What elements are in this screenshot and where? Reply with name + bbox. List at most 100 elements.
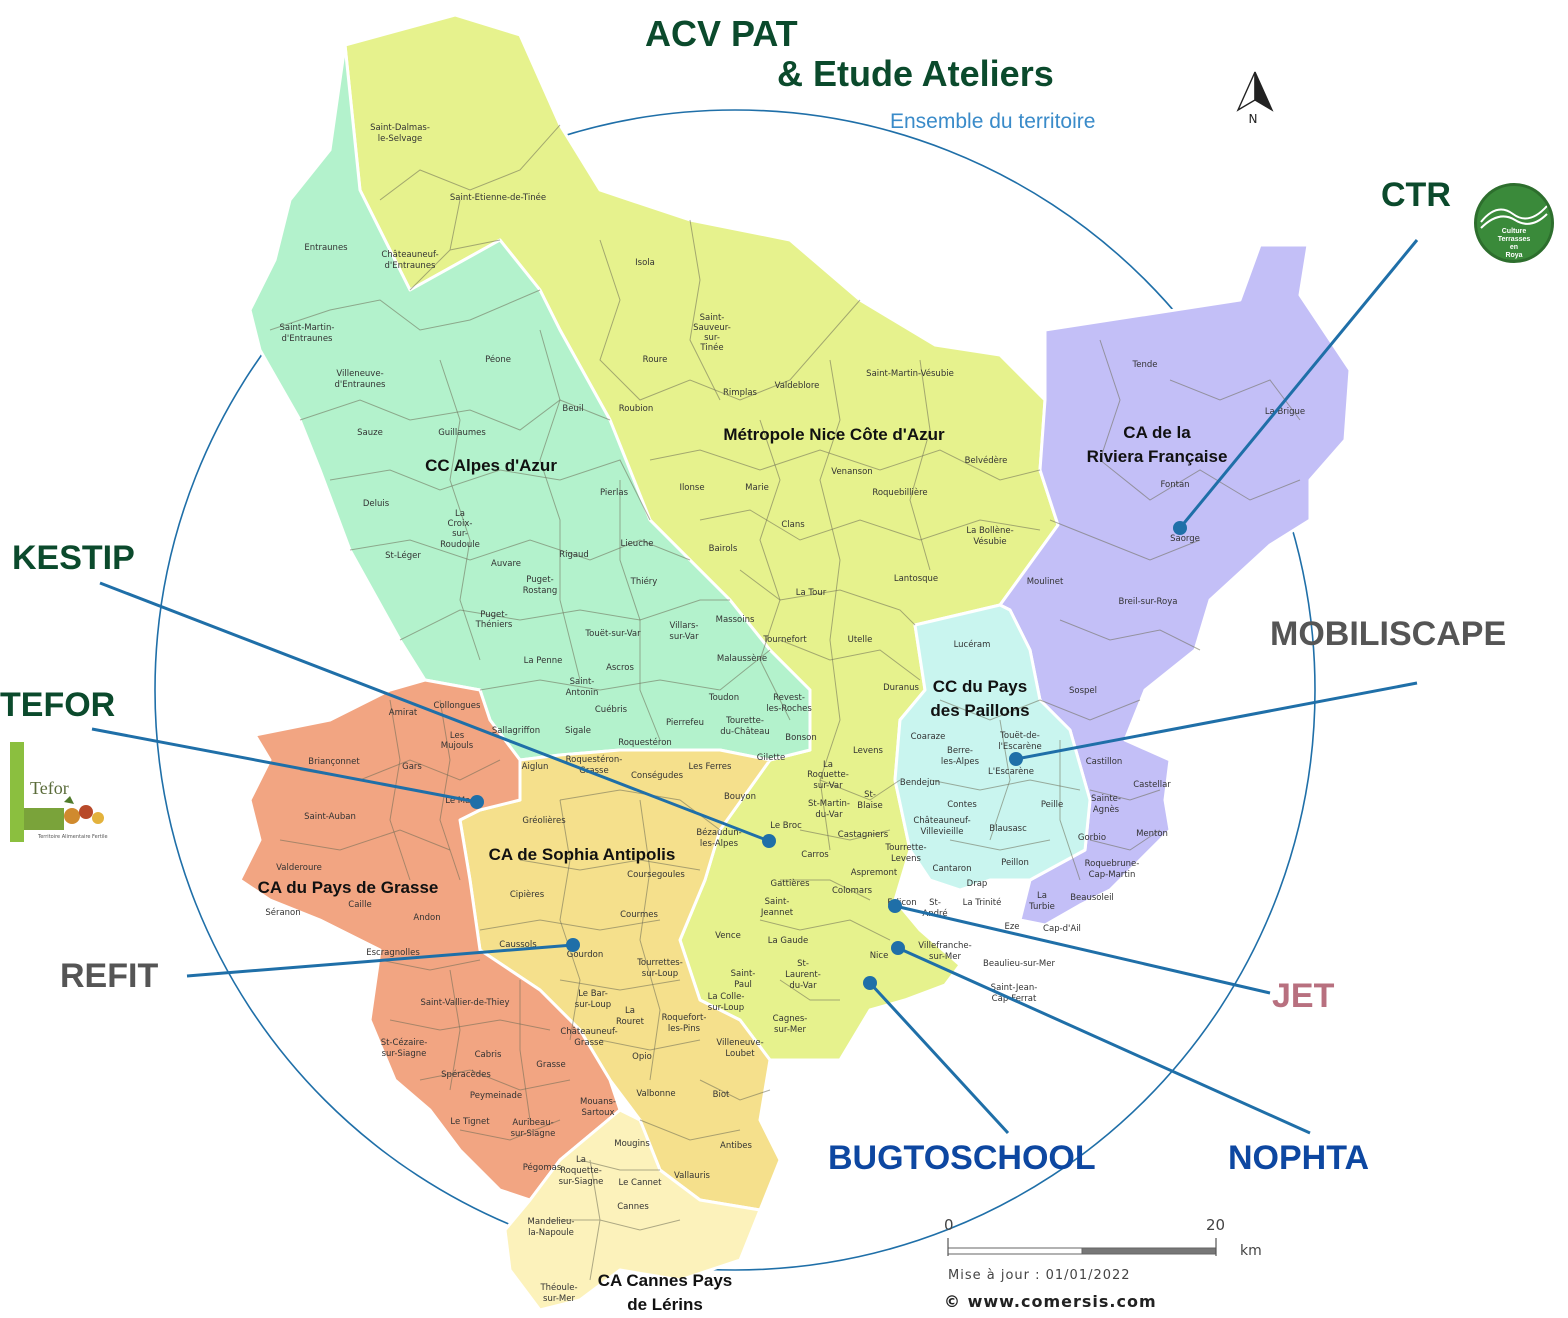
commune-label: Levens	[853, 746, 883, 756]
commune-label: Cagnes-	[773, 1014, 808, 1024]
commune-label: les-Pins	[668, 1024, 701, 1034]
commune-label: Puget-	[480, 610, 507, 620]
region-label-grasse: CA du Pays de Grasse	[258, 878, 439, 897]
project-marker	[566, 938, 580, 952]
commune-label: Sallagriffon	[492, 726, 540, 736]
commune-label: Lantosque	[894, 574, 938, 584]
project-marker	[891, 941, 905, 955]
commune-label: le-Selvage	[378, 134, 423, 144]
commune-label: Mouans-	[580, 1097, 616, 1107]
commune-label: Villeneuve-	[336, 369, 383, 379]
commune-label: Touët-de-	[999, 731, 1040, 741]
commune-label: la-Napoule	[528, 1228, 574, 1238]
project-label-tefor: TEFOR	[0, 686, 116, 724]
commune-label: Cabris	[475, 1050, 502, 1060]
commune-label: Saint-	[731, 969, 756, 979]
commune-label: Coursegoules	[627, 870, 685, 880]
commune-label: Mujouls	[441, 741, 474, 751]
commune-label: Roquestéron	[618, 737, 672, 748]
commune-label: Castillon	[1086, 757, 1123, 767]
commune-label: La	[455, 509, 465, 519]
territory-circle	[154, 109, 1316, 1271]
ctr-logo-text: Terrasses	[1497, 236, 1531, 243]
commune-label: La	[576, 1155, 586, 1165]
commune-label: Roquebillière	[872, 487, 927, 498]
commune-label: L'Escarène	[988, 766, 1034, 777]
tefor-logo-tagline: Territoire Alimentaire Fertile	[38, 834, 108, 840]
commune-label: Berre-	[947, 746, 973, 756]
commune-label: Saint-Martin-Vésubie	[866, 368, 954, 379]
commune-label: Villevieille	[921, 827, 964, 837]
project-label-nophta: NOPHTA	[1228, 1139, 1370, 1177]
project-label-ctr: CTR	[1381, 176, 1451, 214]
commune-label: Théoule-	[539, 1282, 577, 1293]
vegetables-icon	[24, 796, 104, 830]
commune-label: Conségudes	[631, 770, 684, 781]
commune-label: Drap	[967, 879, 988, 889]
scale-bar	[947, 1238, 1217, 1256]
region-label-riviera: CA de la	[1123, 423, 1191, 442]
commune-label: Tinée	[699, 342, 723, 353]
commune-label: Cipières	[510, 889, 545, 900]
commune-label: Cantaron	[933, 864, 972, 874]
commune-label: Gars	[402, 762, 422, 772]
commune-label: La Colle-	[708, 992, 745, 1002]
tefor-logo: Tefor Territoire Alimentaire Fertile	[10, 742, 130, 842]
commune-label: d'Entraunes	[385, 261, 437, 271]
commune-label: Turbie	[1028, 902, 1055, 912]
project-label-bugtoschool: BUGTOSCHOOL	[828, 1139, 1096, 1177]
commune-label: sur-Siagne	[511, 1129, 556, 1139]
commune-label: Bézaudun-	[696, 827, 741, 838]
commune-label: St-Cézaire-	[381, 1037, 428, 1048]
commune-label: Laurent-	[785, 970, 821, 980]
project-marker	[762, 834, 776, 848]
commune-label: les-Roches	[766, 704, 812, 714]
commune-label: sur-Var	[669, 632, 699, 642]
commune-label: Spéracèdes	[441, 1069, 491, 1080]
commune-label: Valdeblore	[775, 381, 820, 391]
north-label: N	[1249, 112, 1258, 126]
commune-label: Saint-Jean-	[991, 983, 1038, 993]
commune-label: Le Cannet	[619, 1178, 663, 1188]
leader-line-jet	[894, 904, 1271, 995]
commune-label: La Penne	[524, 656, 563, 666]
commune-label: Ascros	[606, 663, 634, 673]
commune-label: Tende	[1132, 360, 1158, 370]
commune-label: Théniers	[475, 619, 513, 630]
map-title: ACV PAT	[645, 13, 798, 54]
commune-label: Utelle	[848, 635, 873, 645]
commune-label: Châteauneuf-	[560, 1027, 617, 1037]
commune-label: Roquette-	[807, 770, 849, 780]
commune-label: Paul	[734, 980, 752, 990]
project-label-mobiliscape: MOBILISCAPE	[1270, 615, 1507, 653]
commune-label: Roquette-	[560, 1166, 602, 1176]
commune-label: Escragnolles	[366, 948, 420, 958]
commune-label: Nice	[870, 951, 889, 961]
commune-label: La	[823, 760, 833, 770]
region-label-metropole: Métropole Nice Côte d'Azur	[723, 425, 945, 444]
commune-label: Blausasc	[989, 824, 1027, 834]
commune-label: sur-Mer	[543, 1294, 575, 1304]
ctr-logo-text: Roya	[1505, 252, 1523, 259]
copyright: © www.comersis.com	[944, 1292, 1157, 1311]
commune-label: Le Broc	[770, 821, 802, 831]
commune-label: Caussols	[499, 940, 537, 950]
commune-label: Cuébris	[595, 704, 628, 715]
commune-label: Roubion	[619, 404, 653, 414]
commune-label: Saint-Auban	[304, 812, 356, 822]
commune-label: Antonin	[566, 688, 599, 698]
commune-label: Beuil	[562, 404, 583, 414]
region-label-cannes: CA Cannes Pays	[598, 1271, 732, 1290]
project-marker	[863, 976, 877, 990]
commune-label: Levens	[891, 854, 921, 864]
commune-label: Les Ferres	[689, 762, 732, 772]
project-marker	[888, 899, 902, 913]
commune-label: Le Mas	[445, 796, 475, 806]
commune-label: Amirat	[389, 708, 418, 718]
commune-label: Sainte-	[1091, 794, 1121, 804]
region-paillons	[893, 603, 1092, 892]
commune-label: Villars-	[670, 621, 699, 631]
commune-label: Jeannet	[760, 908, 794, 918]
region-label-cannes: de Lérins	[627, 1295, 703, 1314]
